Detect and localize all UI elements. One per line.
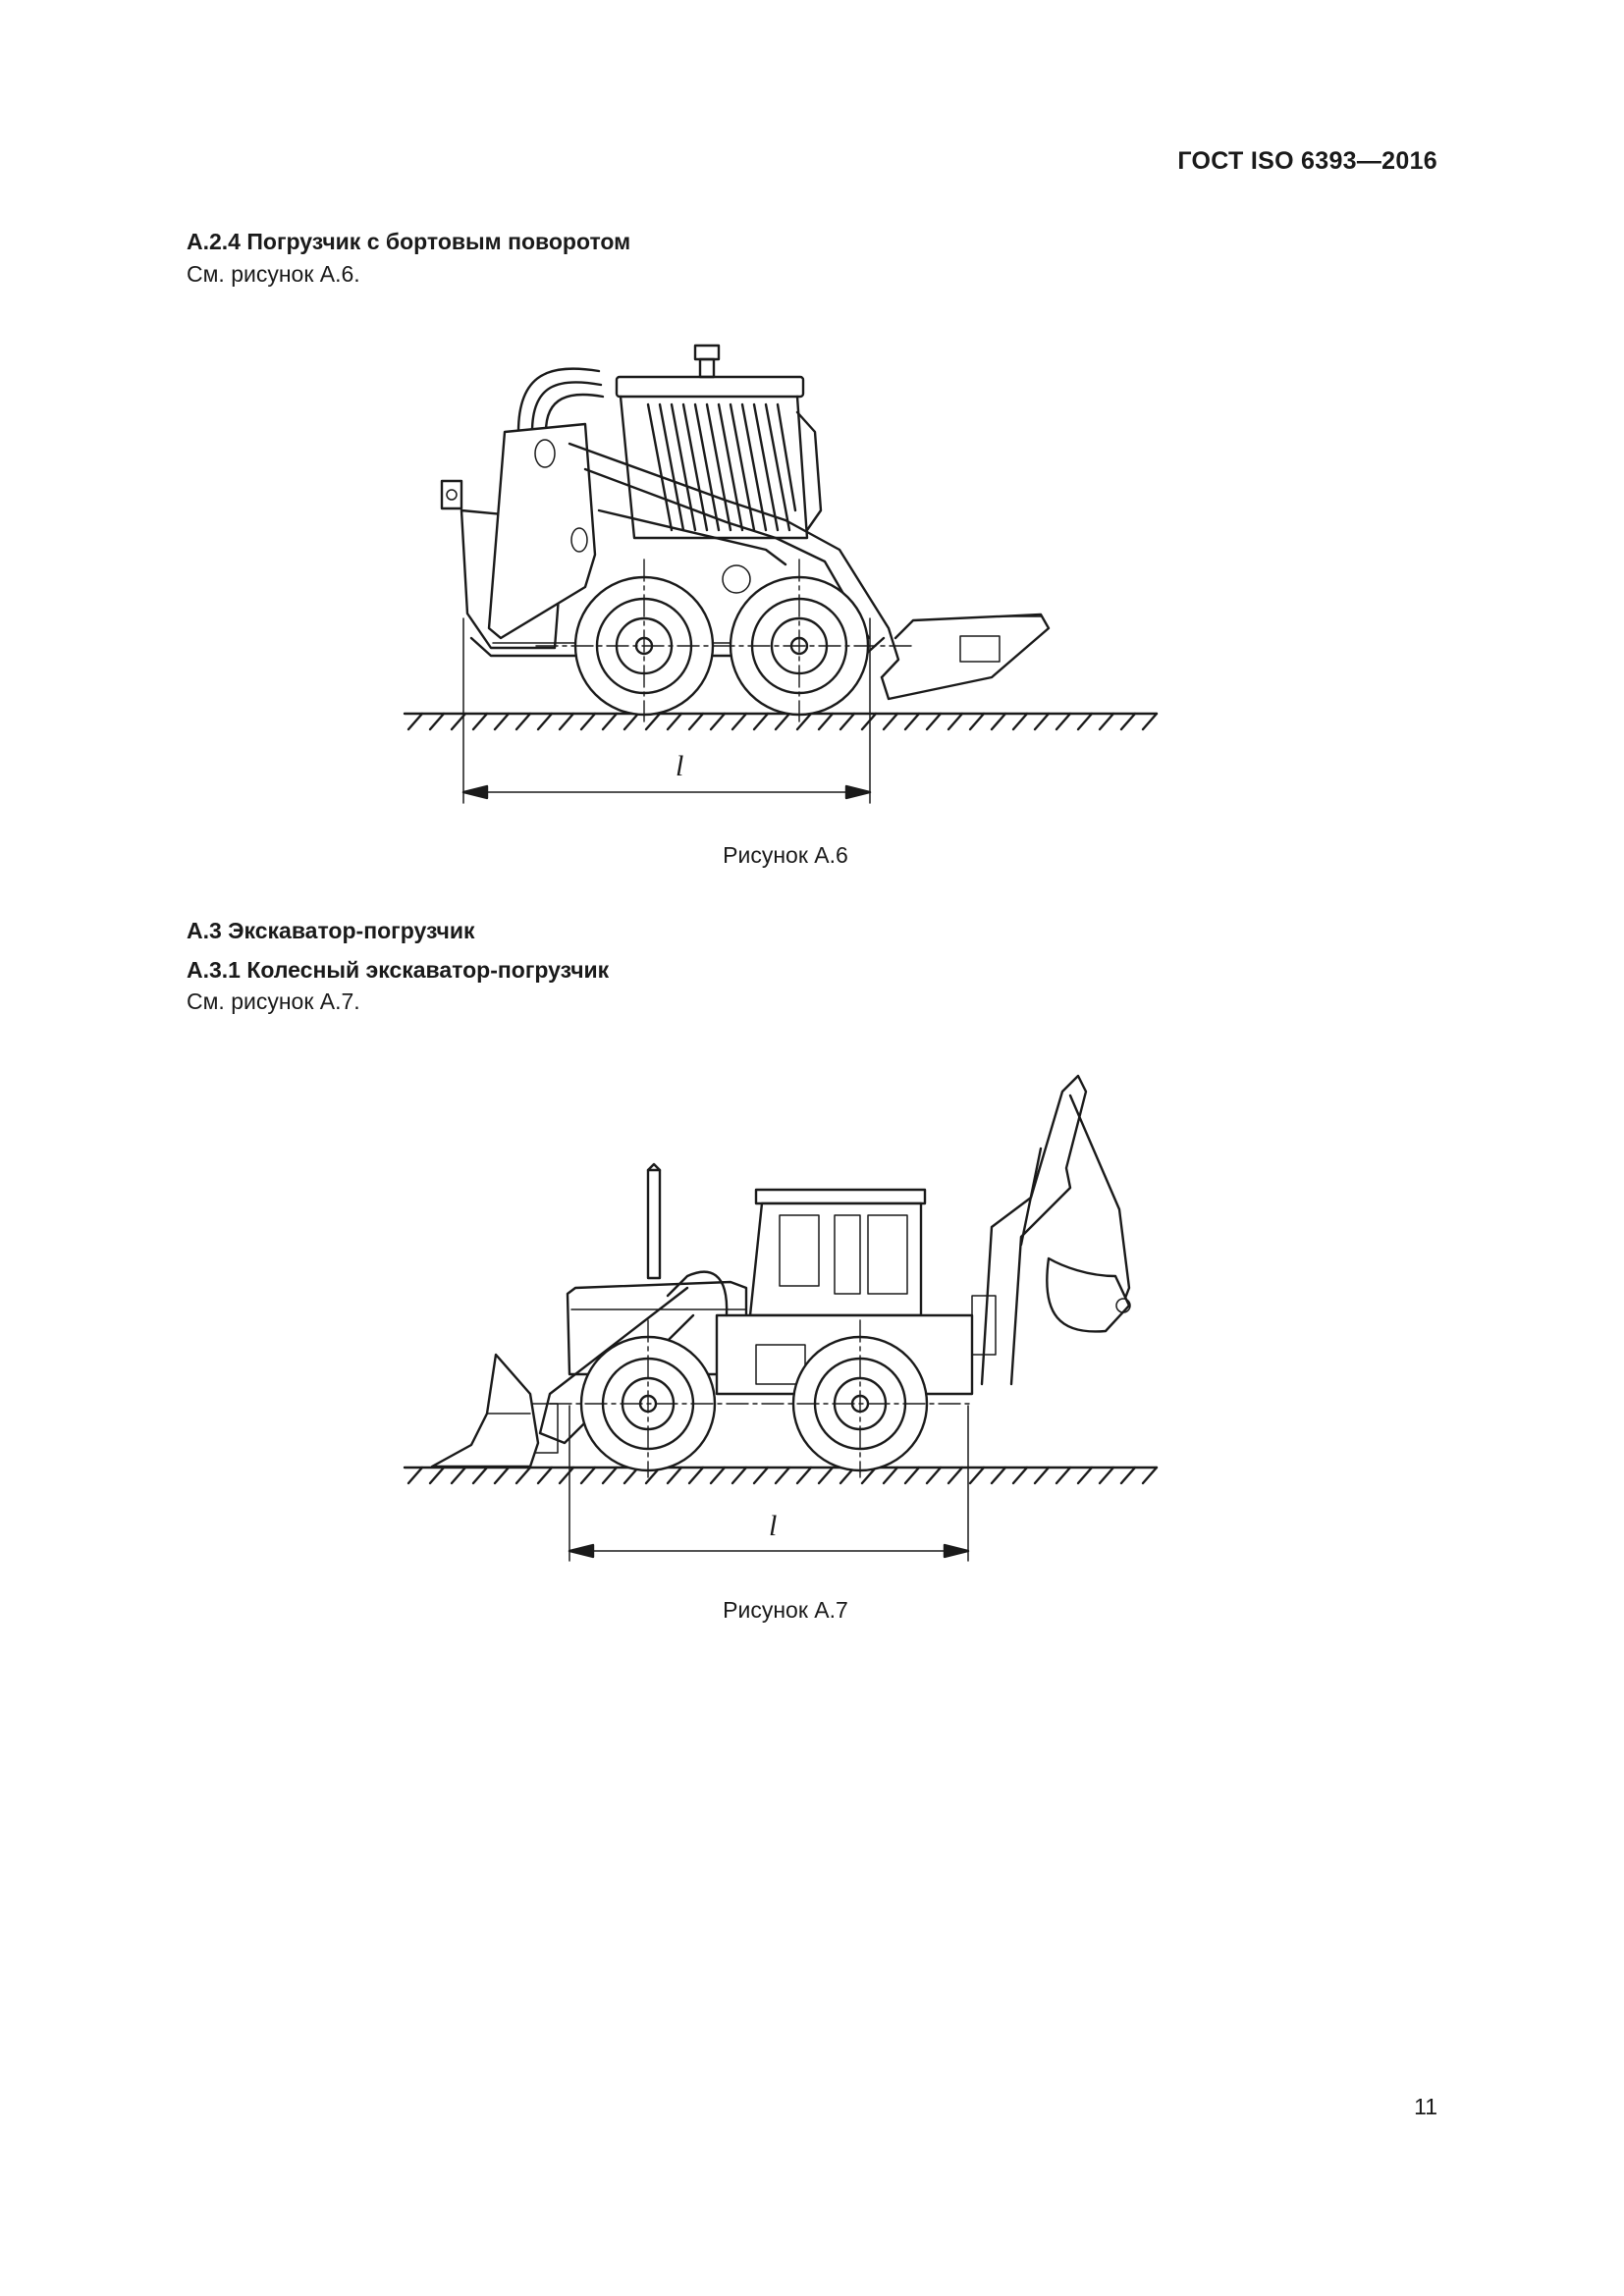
section-a31-reference: См. рисунок А.7. — [187, 988, 360, 1014]
section-a31-heading: А.3.1 Колесный экскаватор-погрузчик — [187, 957, 610, 983]
ground-line — [403, 1466, 1159, 1485]
body-frame — [440, 422, 886, 658]
document-standard-header: ГОСТ ISO 6393—2016 — [1177, 147, 1437, 175]
dimension-l: l — [461, 617, 872, 804]
page-number: 11 — [1414, 2094, 1437, 2119]
figure-a6-skid-steer-loader: l — [403, 344, 1159, 804]
lift-arm — [568, 442, 900, 679]
ground-line — [403, 712, 1159, 731]
section-a24-heading: А.2.4 Погрузчик с бортовым поворотом — [187, 229, 631, 254]
exhaust-pipe — [646, 1162, 662, 1280]
backhoe-boom — [980, 1074, 1131, 1386]
figure-a7-caption: Рисунок А.7 — [723, 1597, 848, 1623]
section-a24-reference: См. рисунок А.6. — [187, 261, 360, 287]
figure-a7-backhoe-loader: l — [403, 1074, 1159, 1562]
wheel-centerlines — [549, 1319, 973, 1478]
hydraulic-hoses — [516, 367, 605, 434]
dimension-l: l — [568, 1405, 970, 1562]
wheel-centerlines — [535, 559, 914, 722]
figure-a7-dimension-label: l — [769, 1510, 777, 1542]
bucket — [880, 613, 1051, 701]
backhoe-bucket — [1046, 1256, 1131, 1333]
cab — [748, 1188, 927, 1317]
cab — [615, 344, 823, 540]
figure-a6-dimension-label: l — [676, 750, 683, 782]
loader-bucket — [430, 1353, 540, 1468]
section-a3-heading: А.3 Экскаватор-погрузчик — [187, 918, 475, 943]
figure-a6-caption: Рисунок А.6 — [723, 842, 848, 868]
